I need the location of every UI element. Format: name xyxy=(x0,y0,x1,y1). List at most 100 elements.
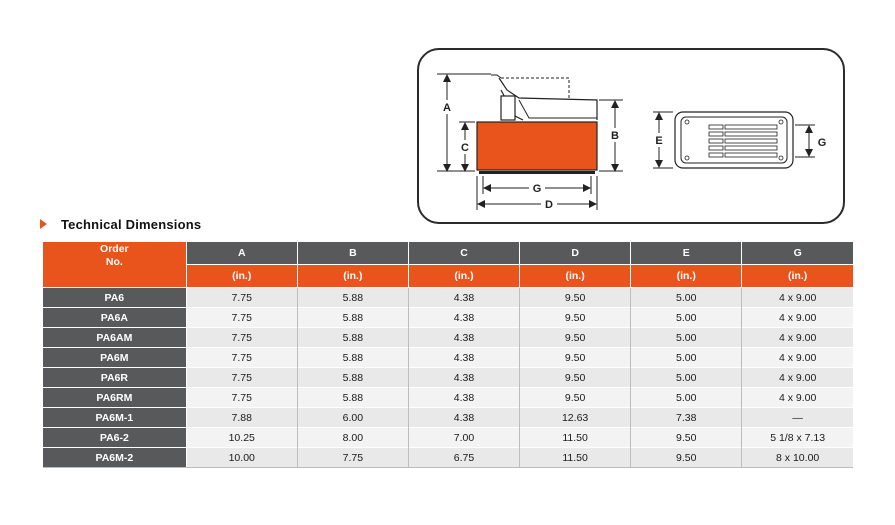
value-cell-c: 4.38 xyxy=(408,367,521,388)
table-row: PA6R 7.75 5.88 4.38 9.50 5.00 4 x 9.00 xyxy=(43,367,853,388)
pedal-tip xyxy=(491,74,502,79)
top-view-outline xyxy=(674,111,794,169)
dim-a-label-bg xyxy=(441,100,453,114)
value-cell-e: 5.00 xyxy=(630,387,743,408)
value-cell-g: 8 x 10.00 xyxy=(741,447,853,468)
value-cell-c: 4.38 xyxy=(408,287,521,308)
unit-header: (in.) xyxy=(186,264,298,288)
dim-g-arrow-left xyxy=(483,184,491,192)
pedal-raised-outline xyxy=(501,77,570,98)
dim-c-arrow-down xyxy=(461,164,469,172)
table-row: PA6-2 10.25 8.00 7.00 11.50 9.50 5 1/8 x… xyxy=(43,427,853,448)
dim-c-label: C xyxy=(461,142,469,154)
column-header-a: A xyxy=(186,242,298,265)
pump-base xyxy=(479,171,595,174)
section-heading: Technical Dimensions xyxy=(40,214,201,234)
table-row: PA6RM 7.75 5.88 4.38 9.50 5.00 4 x 9.00 xyxy=(43,387,853,408)
value-cell-d: 9.50 xyxy=(519,387,632,408)
value-cell-d: 9.50 xyxy=(519,287,632,308)
value-cell-g: 4 x 9.00 xyxy=(741,387,853,408)
dim-b-label-bg xyxy=(609,128,621,142)
dim-d-arrow-right xyxy=(589,200,597,208)
value-cell-a: 7.75 xyxy=(186,387,298,408)
dim-a-arrow-up xyxy=(443,74,451,82)
order-number-cell: PA6AM xyxy=(43,327,187,348)
dim-e-label-bg xyxy=(652,133,666,147)
value-cell-g: 4 x 9.00 xyxy=(741,347,853,368)
table-row: PA6AM 7.75 5.88 4.38 9.50 5.00 4 x 9.00 xyxy=(43,327,853,348)
value-cell-g: — xyxy=(741,407,853,428)
value-cell-e: 9.50 xyxy=(630,427,743,448)
value-cell-e: 9.50 xyxy=(630,447,743,468)
value-cell-c: 4.38 xyxy=(408,307,521,328)
value-cell-g: 4 x 9.00 xyxy=(741,307,853,328)
order-number-cell: PA6R xyxy=(43,367,187,388)
dim-a-arrow-down xyxy=(443,164,451,172)
value-cell-a: 7.75 xyxy=(186,347,298,368)
value-cell-a: 7.75 xyxy=(186,287,298,308)
heading-title: Technical Dimensions xyxy=(61,216,202,232)
value-cell-b: 5.88 xyxy=(297,367,409,388)
order-number-cell: PA6M xyxy=(43,347,187,368)
value-cell-d: 9.50 xyxy=(519,307,632,328)
pump-diagram-graphic: A C B G D xyxy=(437,73,827,211)
bolt-hole-icon xyxy=(684,119,690,125)
value-cell-c: 4.38 xyxy=(408,327,521,348)
dim-e-label: E xyxy=(655,135,662,147)
value-cell-b: 7.75 xyxy=(297,447,409,468)
value-cell-e: 5.00 xyxy=(630,307,743,328)
value-cell-a: 7.75 xyxy=(186,367,298,388)
value-cell-b: 8.00 xyxy=(297,427,409,448)
order-number-cell: PA6-2 xyxy=(43,427,187,448)
value-cell-g: 5 1/8 x 7.13 xyxy=(741,427,853,448)
value-cell-g: 4 x 9.00 xyxy=(741,287,853,308)
value-cell-d: 11.50 xyxy=(519,427,632,448)
value-cell-d: 9.50 xyxy=(519,327,632,348)
value-cell-b: 5.88 xyxy=(297,287,409,308)
technical-dimensions-table: Order No. A B C D E G (in.) (in.) (in.) … xyxy=(43,242,853,468)
dim-g2-arrow-up xyxy=(805,125,813,133)
dim-c-label-bg xyxy=(459,140,471,154)
value-cell-a: 10.25 xyxy=(186,427,298,448)
dim-d-label-bg xyxy=(541,197,557,211)
dim-b-arrow-up xyxy=(611,100,619,108)
value-cell-d: 11.50 xyxy=(519,447,632,468)
order-number-cell: PA6RM xyxy=(43,387,187,408)
value-cell-c: 4.38 xyxy=(408,347,521,368)
value-cell-e: 5.00 xyxy=(630,327,743,348)
value-cell-b: 5.88 xyxy=(297,327,409,348)
value-cell-d: 9.50 xyxy=(519,347,632,368)
dim-e-arrow-down xyxy=(655,160,663,168)
bolt-hole-icon xyxy=(778,155,784,161)
dim-g2-label: G xyxy=(818,137,827,149)
column-header-g: G xyxy=(741,242,853,265)
top-view-inner xyxy=(680,116,788,164)
table-row: PA6M 7.75 5.88 4.38 9.50 5.00 4 x 9.00 xyxy=(43,347,853,368)
value-cell-e: 5.00 xyxy=(630,367,743,388)
dim-d-label: D xyxy=(545,199,553,211)
value-cell-b: 6.00 xyxy=(297,407,409,428)
value-cell-a: 10.00 xyxy=(186,447,298,468)
order-number-header-text: Order No. xyxy=(100,242,129,268)
bolt-hole-icon xyxy=(778,119,784,125)
column-header-e: E xyxy=(630,242,743,265)
order-number-cell: PA6A xyxy=(43,307,187,328)
value-cell-d: 12.63 xyxy=(519,407,632,428)
column-header-c: C xyxy=(408,242,521,265)
value-cell-c: 4.38 xyxy=(408,407,521,428)
order-number-cell: PA6M-1 xyxy=(43,407,187,428)
dim-e-arrow-up xyxy=(655,112,663,120)
unit-header: (in.) xyxy=(519,264,632,288)
dim-b-arrow-down xyxy=(611,164,619,172)
value-cell-a: 7.88 xyxy=(186,407,298,428)
value-cell-c: 4.38 xyxy=(408,387,521,408)
arrow-bullet-icon xyxy=(40,219,47,229)
pump-body xyxy=(476,121,598,171)
unit-header: (in.) xyxy=(408,264,521,288)
value-cell-d: 9.50 xyxy=(519,367,632,388)
column-header-b: B xyxy=(297,242,409,265)
value-cell-c: 7.00 xyxy=(408,427,521,448)
value-cell-b: 5.88 xyxy=(297,347,409,368)
value-cell-e: 5.00 xyxy=(630,347,743,368)
table-row: PA6M-2 10.00 7.75 6.75 11.50 9.50 8 x 10… xyxy=(43,447,853,468)
